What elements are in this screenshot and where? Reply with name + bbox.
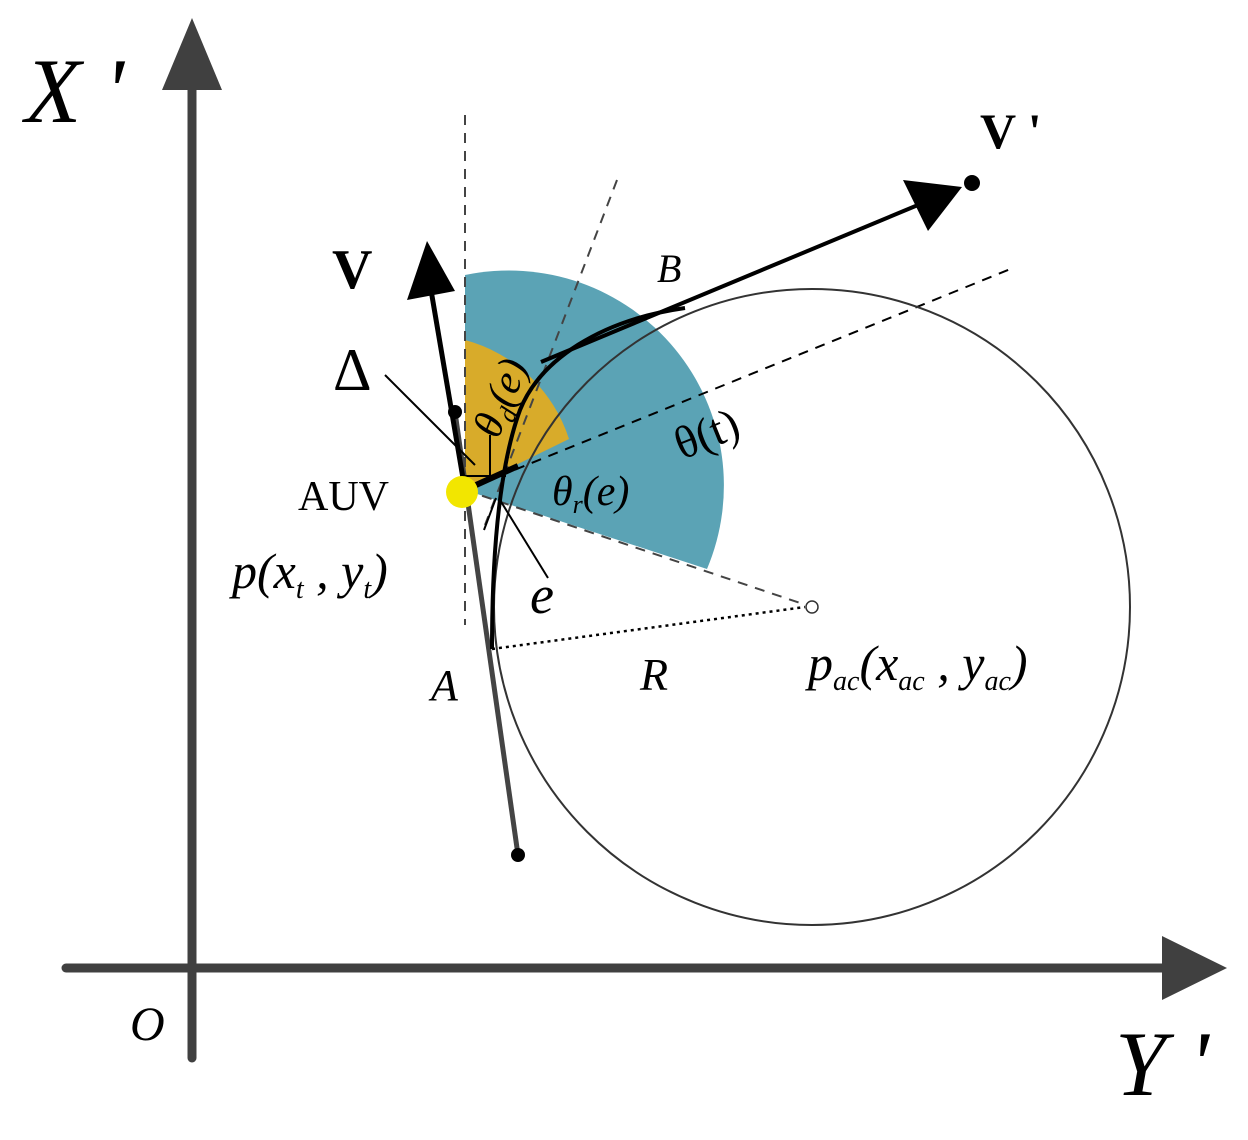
center-dashed-line	[464, 489, 813, 608]
y-prime-axis-label: Y '	[1115, 1013, 1210, 1115]
v-prime-dot	[964, 175, 980, 191]
y-prime-axis-arrowhead	[1162, 936, 1227, 1000]
x-prime-axis-arrowhead	[162, 18, 222, 90]
v-label: V	[332, 239, 372, 301]
delta-pointer-line	[384, 374, 476, 466]
e-pointer-line	[499, 499, 549, 579]
v-prime-label: V '	[980, 103, 1042, 159]
theta-r-label: θr(e)	[552, 469, 629, 519]
circle-center-point	[805, 600, 819, 614]
b-label: B	[657, 246, 681, 291]
theta-t-dashed-line	[464, 267, 1014, 491]
p-t-label: p(xt , yt)	[229, 543, 388, 605]
a-label: A	[428, 661, 459, 710]
path-curve	[490, 306, 686, 650]
tangent-line-bottom-dot	[511, 848, 525, 862]
x-prime-axis-label: X '	[21, 40, 125, 142]
line-to-v-prime	[540, 198, 931, 364]
origin-label: O	[130, 998, 165, 1051]
p-ac-label: pac(xac , yac)	[805, 635, 1028, 697]
r-label: R	[639, 649, 668, 700]
theta-r-sector	[465, 270, 724, 569]
v-arrowhead	[407, 241, 455, 300]
e-tick-line	[483, 497, 497, 531]
v-vector	[428, 289, 468, 491]
e-label: e	[530, 565, 554, 625]
auv-label: AUV	[298, 474, 389, 520]
delta-label: Δ	[333, 337, 372, 403]
v-prime-arrowhead	[903, 180, 962, 231]
auv-marker	[446, 476, 478, 508]
